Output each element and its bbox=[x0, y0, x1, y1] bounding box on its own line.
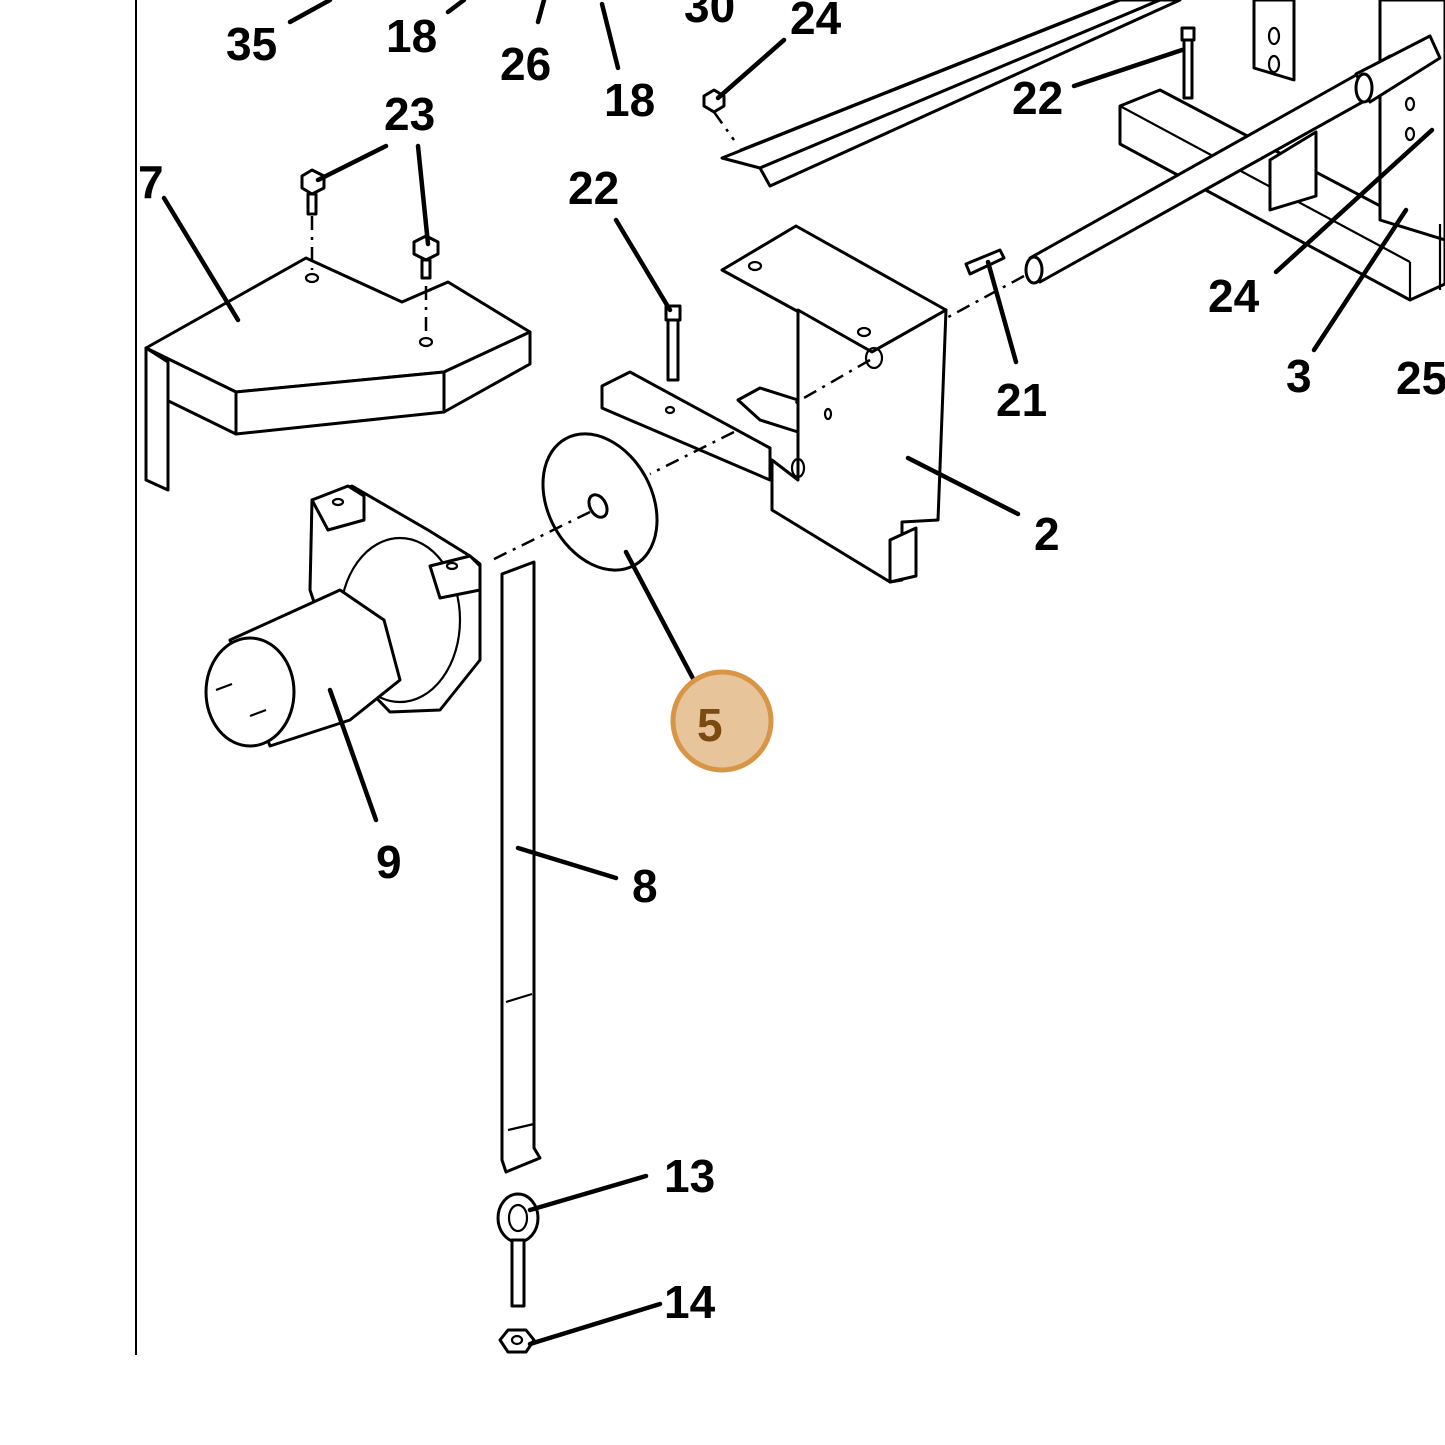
part-9-motor bbox=[204, 484, 482, 748]
part-13-eye-bolt bbox=[496, 1192, 540, 1308]
label-2: 2 bbox=[1034, 508, 1060, 560]
part-8-strap bbox=[500, 560, 542, 1174]
part-5-disc bbox=[487, 430, 735, 572]
label-26: 26 bbox=[500, 38, 551, 90]
label-13: 13 bbox=[664, 1150, 715, 1202]
label-35: 35 bbox=[226, 18, 277, 70]
label-14: 14 bbox=[664, 1276, 716, 1328]
part-2-bracket bbox=[600, 224, 948, 584]
label-21: 21 bbox=[996, 374, 1047, 426]
label-8: 8 bbox=[632, 860, 658, 912]
top-rail bbox=[702, 0, 1182, 188]
label-7: 7 bbox=[138, 156, 164, 208]
part-21-key bbox=[964, 248, 1006, 276]
part-7-cover-plate bbox=[144, 256, 532, 492]
label-22: 22 bbox=[1012, 72, 1063, 124]
label-30: 30 bbox=[684, 0, 735, 32]
label-22: 22 bbox=[568, 162, 619, 214]
label-24: 24 bbox=[1208, 270, 1260, 322]
highlight-circle bbox=[670, 669, 774, 773]
part-3-frame bbox=[1118, 0, 1445, 302]
label-25: 25 bbox=[1396, 352, 1445, 404]
part-14-nut bbox=[498, 1328, 536, 1354]
label-23: 23 bbox=[384, 88, 435, 140]
leader-lines bbox=[161, 0, 1435, 1347]
label-5: 5 bbox=[697, 699, 723, 751]
shaft bbox=[879, 34, 1442, 356]
label-18: 18 bbox=[386, 10, 437, 62]
label-24: 24 bbox=[790, 0, 842, 44]
part-23-screws bbox=[300, 168, 440, 336]
label-18: 18 bbox=[604, 74, 655, 126]
part-labels: 35 18 26 18 30 24 22 23 7 22 21 24 3 25 … bbox=[138, 0, 1445, 1328]
label-3: 3 bbox=[1286, 350, 1312, 402]
label-9: 9 bbox=[376, 836, 402, 888]
